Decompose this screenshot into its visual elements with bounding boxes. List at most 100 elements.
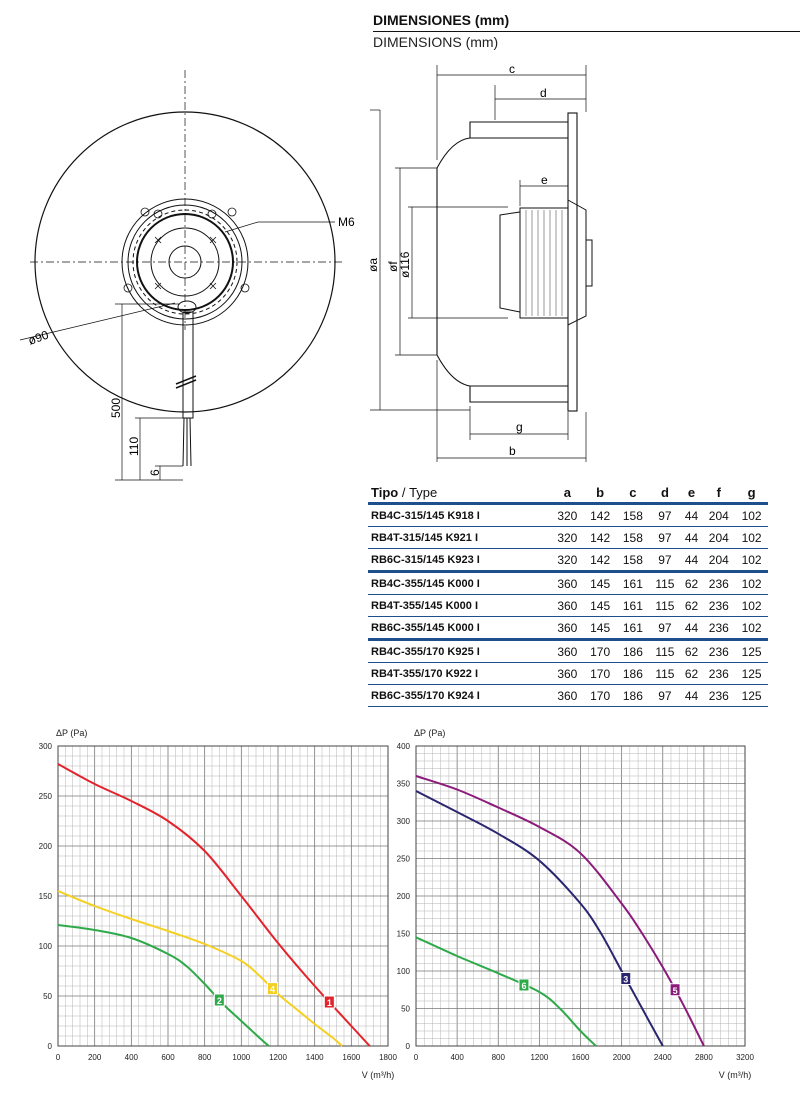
cable-gland [175, 300, 197, 467]
cell-b: 145 [590, 598, 611, 613]
heading-english: DIMENSIONS (mm) [373, 34, 499, 50]
front-view-drawing: M6 ø90 500 110 6 [19, 70, 355, 481]
cell-e: 44 [684, 508, 699, 523]
x-tick-label: 400 [125, 1053, 139, 1062]
series-marker-label: 2 [217, 996, 222, 1006]
label-m6: M6 [338, 215, 355, 229]
series-line-4 [57, 890, 343, 1047]
dimension-lines [19, 221, 335, 481]
plot-frame [57, 745, 389, 1047]
cell-type: RB4T-355/170 K922 I [371, 667, 479, 680]
x-tick-label: 1200 [269, 1053, 287, 1062]
cell-g: 102 [741, 508, 762, 523]
x-tick-label: 0 [414, 1053, 419, 1062]
cell-f: 204 [708, 552, 729, 567]
bolt-crosses [154, 236, 217, 290]
y-tick-label: 100 [397, 967, 411, 976]
y-tick-label: 300 [397, 817, 411, 826]
cell-d: 97 [658, 530, 672, 545]
mount-hole [240, 283, 250, 293]
header-c: c [629, 484, 637, 500]
table-header-row: Tipo / Type a b c d e f g [368, 482, 768, 504]
series-marker-label: 6 [521, 981, 526, 991]
cell-b: 170 [590, 688, 611, 703]
cell-e: 62 [684, 598, 699, 613]
cell-d: 97 [658, 620, 672, 635]
cell-a: 360 [557, 620, 578, 635]
x-tick-label: 400 [450, 1053, 464, 1062]
cell-g: 125 [741, 666, 762, 681]
series-line-6 [415, 936, 597, 1047]
cell-c: 186 [622, 644, 643, 659]
cell-f: 236 [708, 688, 729, 703]
cell-e: 44 [684, 552, 699, 567]
cell-d: 97 [658, 508, 672, 523]
cell-type: RB6C-355/145 K000 I [371, 621, 480, 634]
cell-d: 97 [658, 688, 672, 703]
series-marker-5 [669, 983, 681, 997]
cell-f: 236 [708, 576, 729, 591]
header-e: e [687, 484, 696, 500]
x-tick-label: 2400 [654, 1053, 672, 1062]
y-tick-label: 100 [39, 942, 53, 951]
cell-f: 236 [708, 666, 729, 681]
dimensions-table: Tipo / Type a b c d e f g RB4C-315/145 K… [368, 482, 768, 707]
label-b: b [509, 444, 516, 458]
cell-c: 186 [622, 666, 643, 681]
label-d: d [540, 86, 547, 100]
cell-type: RB4C-315/145 K918 I [371, 509, 480, 522]
series-line-3 [415, 790, 664, 1047]
cell-f: 236 [708, 598, 729, 613]
series-marker-4 [267, 982, 278, 996]
x-tick-label: 2000 [613, 1053, 631, 1062]
cell-e: 44 [684, 688, 699, 703]
label-dia-116: ø116 [398, 251, 412, 278]
series-marker-label: 3 [623, 975, 628, 985]
motor-ribs [525, 210, 563, 316]
cell-c: 161 [622, 576, 643, 591]
x-axis-label: V (m³/h) [719, 1070, 752, 1080]
cell-type: RB6C-355/170 K924 I [371, 689, 480, 702]
x-tick-label: 800 [198, 1053, 212, 1062]
cell-type: RB6C-315/145 K923 I [371, 553, 480, 566]
series-marker-6 [518, 978, 530, 992]
heading-spanish: DIMENSIONES (mm) [373, 12, 510, 28]
mount-hole [207, 209, 217, 219]
cell-f: 204 [708, 508, 729, 523]
cell-f: 236 [708, 644, 729, 659]
side-view-drawing: c d e øa øf ø116 g b [366, 62, 593, 462]
cell-c: 161 [622, 598, 643, 613]
x-tick-label: 1000 [232, 1053, 250, 1062]
cell-d: 115 [655, 666, 675, 681]
cell-g: 102 [741, 530, 762, 545]
label-e: e [541, 173, 548, 187]
x-tick-label: 2800 [695, 1053, 713, 1062]
cell-a: 320 [557, 552, 578, 567]
y-tick-label: 250 [397, 855, 411, 864]
label-6: 6 [148, 469, 162, 476]
y-tick-label: 250 [39, 792, 53, 801]
cell-a: 320 [557, 530, 578, 545]
x-tick-label: 600 [161, 1053, 175, 1062]
x-tick-label: 3200 [736, 1053, 754, 1062]
cell-e: 62 [684, 576, 699, 591]
impeller-side-outline [436, 112, 578, 412]
header-f: f [716, 484, 721, 500]
cell-a: 360 [557, 576, 578, 591]
series-marker-1 [323, 995, 335, 1009]
cell-a: 320 [557, 508, 578, 523]
cell-g: 102 [741, 552, 762, 567]
cell-b: 142 [590, 552, 611, 567]
y-tick-label: 300 [39, 742, 53, 751]
header-a: a [563, 484, 571, 500]
label-dia-a: øa [366, 258, 380, 272]
centerlines [30, 70, 345, 330]
cell-type: RB4C-355/170 K925 I [371, 645, 480, 658]
cell-b: 170 [590, 644, 611, 659]
cell-d: 115 [655, 576, 675, 591]
cell-b: 145 [590, 620, 611, 635]
